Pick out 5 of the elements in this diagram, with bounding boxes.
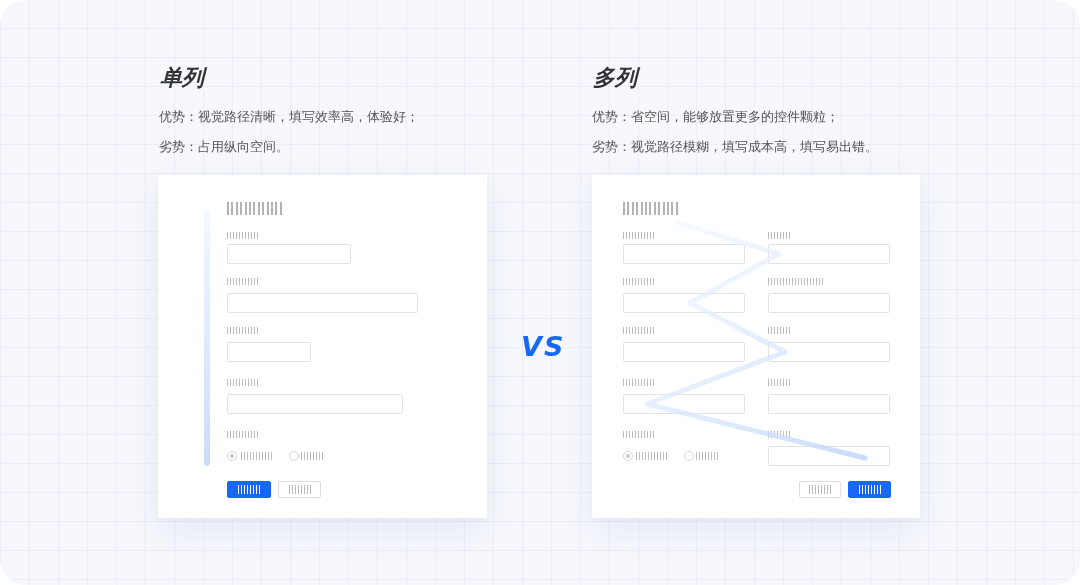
description-text: 优势：省空间，能够放置更多的控件颗粒；	[592, 108, 839, 126]
versus-text: VS	[521, 331, 566, 363]
description-text: 劣势：视觉路径模糊，填写成本高，填写易出错。	[592, 138, 878, 156]
description-text: 优势：视觉路径清晰，填写效率高，体验好；	[159, 108, 419, 126]
description-text: 劣势：占用纵向空间。	[159, 138, 289, 156]
